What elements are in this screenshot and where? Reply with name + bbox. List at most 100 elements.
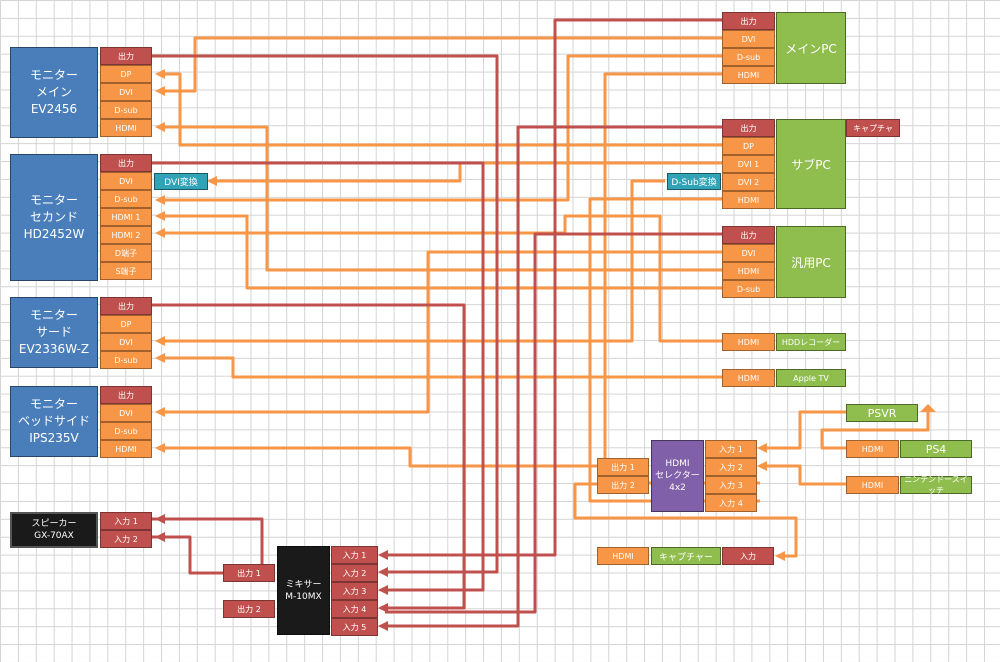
sub-pc-port-dvi2[interactable]: DVI 2 xyxy=(722,173,775,191)
apple-tv[interactable]: Apple TV xyxy=(776,369,846,387)
wire-mixer-out1-speaker-in2 xyxy=(152,535,223,575)
wire-monitor-main-out-mixer-in2 xyxy=(152,54,499,574)
monitor-bedside[interactable]: モニター ベッドサイド IPS235V xyxy=(10,386,98,457)
monitor-main-port-dsub[interactable]: D-sub xyxy=(100,101,152,119)
selector-port-output2[interactable]: 出力 2 xyxy=(597,476,649,494)
monitor-second-port-hdmi2[interactable]: HDMI 2 xyxy=(100,226,152,244)
wire-monitor-second-out-mixer-in3 xyxy=(152,161,485,592)
wire-generalpc-dsub-monitor-second xyxy=(160,214,722,290)
mixer-port-input3[interactable]: 入力 3 xyxy=(331,582,378,600)
main-pc[interactable]: メインPC xyxy=(776,12,846,84)
sub-pc[interactable]: サブPC xyxy=(776,119,846,209)
apple-tv-port-hdmi[interactable]: HDMI xyxy=(722,369,775,387)
selector-port-input1[interactable]: 入力 1 xyxy=(705,440,757,458)
nintendo-switch[interactable]: ニンテンドースイッチ xyxy=(900,475,972,495)
switch-port-hdmi[interactable]: HDMI xyxy=(846,476,899,494)
monitor-main-port-hdmi[interactable]: HDMI xyxy=(100,119,152,137)
speaker-port-input1[interactable]: 入力 1 xyxy=(100,512,152,530)
wire-psvr-selector-in1 xyxy=(760,410,846,450)
wire-generalpc-dvi-monitor-bedside-dvi xyxy=(160,250,722,414)
monitor-third-port-dp[interactable]: DP xyxy=(100,315,152,333)
mixer-port-input5[interactable]: 入力 5 xyxy=(331,618,378,636)
hdd-recorder-port-hdmi[interactable]: HDMI xyxy=(722,333,775,351)
wire-subpc-dvi1-dvi-converter xyxy=(210,161,722,183)
monitor-second[interactable]: モニター セカンド HD2452W xyxy=(10,154,98,281)
arrow-mixer-in2 xyxy=(378,567,388,577)
sub-pc-capture[interactable]: キャプチャ xyxy=(846,119,900,137)
monitor-bedside-port-dsub[interactable]: D-sub xyxy=(100,422,152,440)
monitor-third[interactable]: モニター サード EV2336W-Z xyxy=(10,297,98,368)
general-pc-port-dvi[interactable]: DVI xyxy=(722,244,775,262)
monitor-third-port-dvi[interactable]: DVI xyxy=(100,333,152,351)
monitor-second-port-output[interactable]: 出力 xyxy=(100,154,152,172)
monitor-main-port-dp[interactable]: DP xyxy=(100,65,152,83)
mixer[interactable]: ミキサー M-10MX xyxy=(277,546,330,635)
selector-port-output1[interactable]: 出力 1 xyxy=(597,458,649,476)
dvi-converter[interactable]: DVI変換 xyxy=(154,173,208,190)
arrow-monitor-main-hdmi xyxy=(155,122,165,132)
arrow-selector-in1 xyxy=(757,443,767,453)
arrow-mixer-in3 xyxy=(378,585,388,595)
main-pc-port-output[interactable]: 出力 xyxy=(722,12,775,30)
monitor-second-port-dsub[interactable]: D-sub xyxy=(100,190,152,208)
dsub-converter[interactable]: D-Sub変換 xyxy=(667,173,721,190)
arrow-mixer-in5 xyxy=(378,621,388,631)
wire-subpc-dvi2-monitor-third-dvi xyxy=(160,179,665,343)
speaker[interactable]: スピーカー GX-70AX xyxy=(10,512,98,548)
selector-port-input3[interactable]: 入力 3 xyxy=(705,476,757,494)
monitor-third-port-output[interactable]: 出力 xyxy=(100,297,152,315)
monitor-main-port-dvi[interactable]: DVI xyxy=(100,83,152,101)
monitor-main[interactable]: モニター メイン EV2456 xyxy=(10,47,98,138)
arrow-selector-in2 xyxy=(757,461,767,471)
main-pc-port-dsub[interactable]: D-sub xyxy=(722,48,775,66)
monitor-bedside-port-dvi[interactable]: DVI xyxy=(100,404,152,422)
monitor-second-port-s-terminal[interactable]: S端子 xyxy=(100,262,152,280)
general-pc-port-dsub[interactable]: D-sub xyxy=(722,280,775,298)
sub-pc-port-hdmi[interactable]: HDMI xyxy=(722,191,775,209)
arrow-monitor-second-dsub xyxy=(155,195,165,205)
monitor-third-port-dsub[interactable]: D-sub xyxy=(100,351,152,369)
wire-mainpc-dsub-monitor-second-dsub xyxy=(160,54,722,202)
main-pc-port-dvi[interactable]: DVI xyxy=(722,30,775,48)
arrow-monitor-bedside-hdmi xyxy=(155,443,165,453)
wire-subpc-dp-monitor-main-dp xyxy=(160,72,722,147)
ps4-port-hdmi[interactable]: HDMI xyxy=(846,440,899,458)
wire-mainpc-dvi-monitor-main-dvi xyxy=(160,36,722,93)
sub-pc-port-dvi1[interactable]: DVI 1 xyxy=(722,155,775,173)
general-pc-port-output[interactable]: 出力 xyxy=(722,226,775,244)
selector-port-input2[interactable]: 入力 2 xyxy=(705,458,757,476)
ps4[interactable]: PS4 xyxy=(900,440,972,458)
monitor-second-port-dvi[interactable]: DVI xyxy=(100,172,152,190)
wire-selector-out1-monitor-bedside-hdmi xyxy=(160,446,597,468)
wire-generalpc-hdmi-monitor-second-hdmi2 xyxy=(160,125,722,272)
capturer-port-input[interactable]: 入力 xyxy=(722,547,774,565)
mixer-port-output1[interactable]: 出力 1 xyxy=(223,564,275,582)
monitor-bedside-port-hdmi[interactable]: HDMI xyxy=(100,440,152,458)
capturer[interactable]: キャプチャー xyxy=(651,547,721,565)
wire-switch-selector-in2 xyxy=(760,464,846,486)
mixer-port-output2[interactable]: 出力 2 xyxy=(223,600,275,618)
mixer-port-input2[interactable]: 入力 2 xyxy=(331,564,378,582)
hdmi-selector[interactable]: HDMI セレクター 4x2 xyxy=(651,440,704,512)
arrow-monitor-second-hdmi2 xyxy=(155,228,165,238)
main-pc-port-hdmi[interactable]: HDMI xyxy=(722,66,775,84)
general-pc[interactable]: 汎用PC xyxy=(776,226,846,298)
general-pc-port-hdmi[interactable]: HDMI xyxy=(722,262,775,280)
sub-pc-port-dp[interactable]: DP xyxy=(722,137,775,155)
hdd-recorder[interactable]: HDDレコーダー xyxy=(776,333,846,351)
arrow-monitor-main-dp xyxy=(155,69,165,79)
monitor-second-port-hdmi1[interactable]: HDMI 1 xyxy=(100,208,152,226)
psvr[interactable]: PSVR xyxy=(846,404,918,422)
mixer-port-input4[interactable]: 入力 4 xyxy=(331,600,378,618)
monitor-second-port-d-terminal[interactable]: D端子 xyxy=(100,244,152,262)
arrow-psvr xyxy=(920,404,936,412)
arrow-mixer-in1 xyxy=(378,550,388,560)
selector-port-input4[interactable]: 入力 4 xyxy=(705,494,757,512)
sub-pc-port-output[interactable]: 出力 xyxy=(722,119,775,137)
mixer-port-input1[interactable]: 入力 1 xyxy=(331,546,378,564)
capturer-port-hdmi[interactable]: HDMI xyxy=(597,547,649,565)
arrow-monitor-bedside-dvi xyxy=(155,407,165,417)
monitor-main-port-output[interactable]: 出力 xyxy=(100,47,152,65)
speaker-port-input2[interactable]: 入力 2 xyxy=(100,530,152,548)
monitor-bedside-port-output[interactable]: 出力 xyxy=(100,386,152,404)
